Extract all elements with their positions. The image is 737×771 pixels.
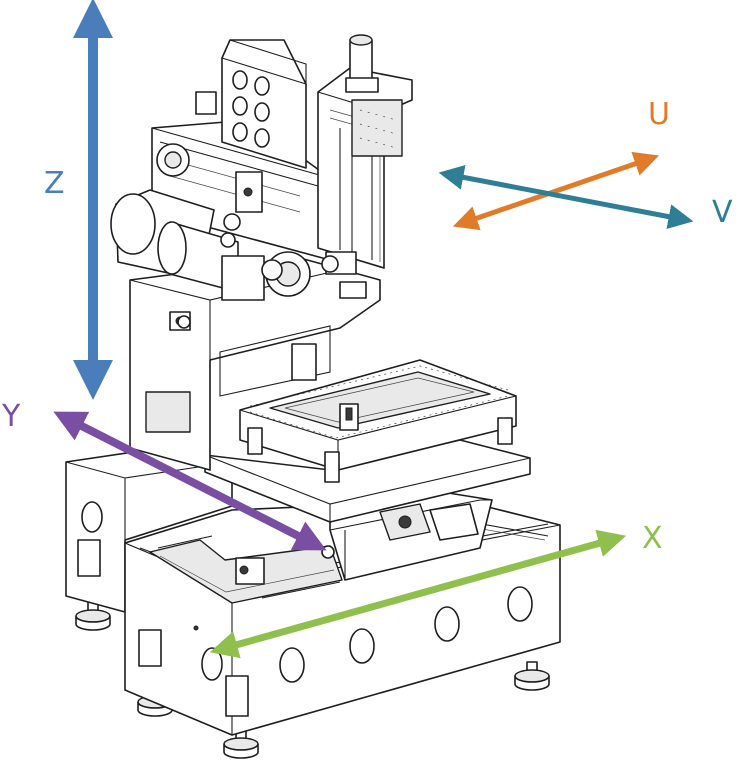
spindle-motor <box>110 189 311 301</box>
foot-rear-left <box>75 597 111 631</box>
axis-arrows <box>53 0 694 659</box>
y-axis-arrow <box>53 411 327 551</box>
v-axis-label: V <box>712 195 733 230</box>
spindle-block <box>195 39 307 169</box>
foot-front-right <box>514 661 550 691</box>
x-axis-label: X <box>642 521 663 556</box>
x-axis-arrow <box>209 529 627 659</box>
u-axis-arrow <box>452 151 660 231</box>
z-axis-label: Z <box>44 166 65 201</box>
y-axis-label: Y <box>1 399 21 434</box>
u-axis-label: U <box>648 97 670 132</box>
axis-labels: Z Y X U V <box>1 97 733 556</box>
v-axis-arrow <box>438 165 694 229</box>
machine-drawing <box>65 34 561 759</box>
